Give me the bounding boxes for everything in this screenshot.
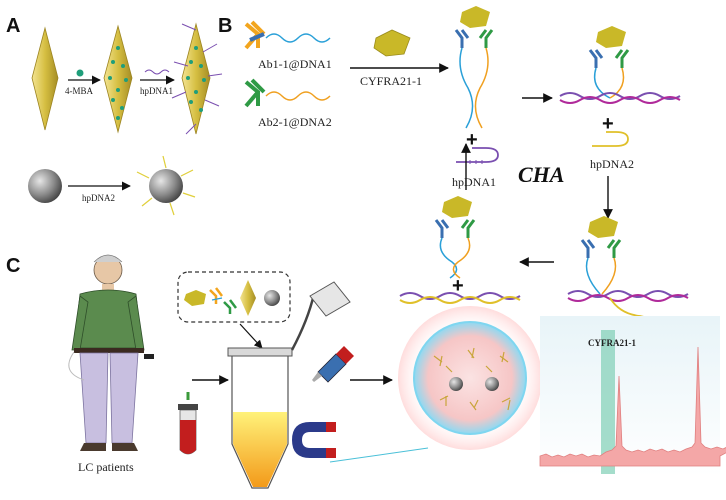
arrow-reagents-to-tube (239, 323, 263, 349)
panel-label-c: C (6, 255, 20, 277)
label-ab2-dna2: Ab2-1@DNA2 (258, 115, 332, 129)
reagent-box (177, 271, 291, 323)
label-lc-patients: LC patients (78, 460, 134, 474)
lc-patient-figure (68, 254, 154, 451)
sandwich-complex-recycled (434, 196, 476, 279)
detection-zoom-bubble (413, 321, 527, 435)
label-cha: CHA (518, 162, 564, 187)
ab1-dna1-conjugate (244, 20, 331, 50)
plus-bottom: + (452, 275, 464, 297)
peak-highlight-band (601, 330, 615, 474)
label-ab1-dna1: Ab1-1@DNA1 (258, 57, 332, 71)
label-hpdna1-b: hpDNA1 (452, 175, 496, 189)
magnetic-bead (28, 169, 62, 203)
gold-bipyramid-dna (171, 22, 223, 135)
magnetic-bead-dna (136, 155, 196, 216)
hpdna1-hairpin (456, 147, 499, 164)
blood-sample-tube (178, 392, 198, 455)
captured-complexes (433, 347, 511, 411)
centrifuge-tube (227, 281, 351, 489)
reagent-icons (184, 280, 280, 316)
ab2-dna2-conjugate (244, 78, 331, 108)
zoom-connector-line (329, 447, 429, 463)
spectrum-trace (539, 346, 726, 467)
panel-label-b: B (218, 15, 232, 37)
label-hpdna2-b: hpDNA2 (590, 157, 634, 171)
label-peak-cyfra: CYFRA21-1 (588, 338, 636, 348)
hpdna1-icon (144, 69, 170, 75)
label-cyfra21-1: CYFRA21-1 (360, 74, 422, 88)
gold-bipyramid-mba (103, 24, 133, 134)
label-hpdna2-a: hpDNA2 (82, 193, 115, 203)
plus-top: + (466, 129, 478, 151)
magnet-icon (292, 422, 336, 458)
label-4mba: 4-MBA (65, 86, 94, 96)
panel-label-a: A (6, 15, 20, 37)
cyfra21-1-antigen-icon (373, 29, 411, 57)
gold-bipyramid-plain (31, 26, 59, 131)
label-hpdna1-a: hpDNA1 (140, 86, 173, 96)
sandwich-complex-hpdna2 (567, 216, 689, 331)
plus-right: + (602, 113, 614, 135)
mba-molecule-icon (76, 69, 84, 77)
hpdna2-hairpin (592, 131, 629, 147)
sandwich-complex-hpdna1 (559, 26, 681, 104)
laser-probe-icon (312, 346, 354, 383)
dna-duplex-released (399, 292, 521, 304)
sandwich-complex-top (454, 6, 494, 129)
